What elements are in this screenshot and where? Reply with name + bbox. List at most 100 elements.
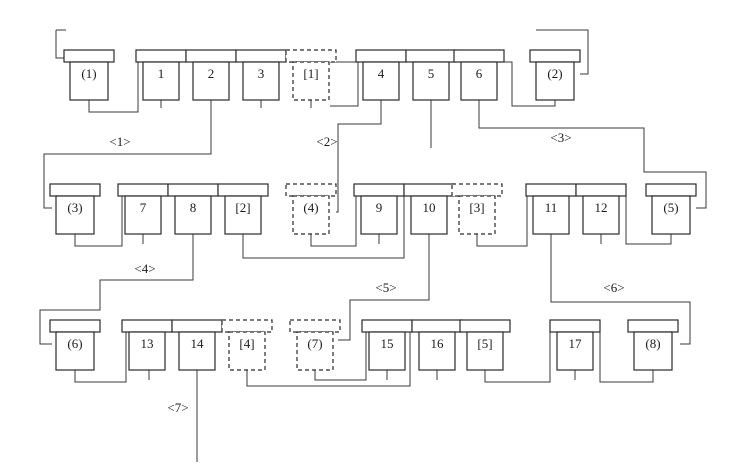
block-label: 11 — [545, 200, 558, 215]
connection-line — [476, 196, 528, 247]
block-body — [458, 195, 496, 235]
block-body — [412, 61, 450, 101]
block-label: (6) — [67, 336, 82, 351]
block-body — [633, 331, 673, 371]
connection-line — [74, 196, 123, 247]
block-cap — [217, 183, 269, 197]
block-n8: 8 — [167, 183, 219, 235]
block-body — [124, 195, 162, 235]
block-cap — [645, 183, 697, 197]
block-body — [192, 61, 230, 101]
edge-label-e1: <1> — [109, 134, 130, 149]
edge-label-e6: <6> — [603, 280, 624, 295]
block-n12: 12 — [575, 183, 627, 235]
block-n2: 2 — [185, 49, 237, 101]
block-label: 16 — [431, 336, 445, 351]
block-n4: 4 — [355, 49, 407, 101]
block-label: [4] — [239, 336, 254, 351]
block-cap — [285, 49, 337, 63]
block-label: 7 — [140, 200, 147, 215]
block-n16: 16 — [411, 319, 463, 371]
block-body — [360, 195, 398, 235]
connection-line — [336, 100, 382, 213]
block-body — [242, 61, 280, 101]
block-n9: 9 — [353, 183, 405, 235]
block-p1: (1) — [63, 49, 115, 101]
connection-line — [550, 234, 691, 345]
connection-line — [625, 196, 672, 245]
block-body — [178, 331, 216, 371]
block-p5: (5) — [645, 183, 697, 235]
block-label: [2] — [235, 200, 250, 215]
block-cap — [453, 49, 505, 63]
block-body — [228, 331, 266, 371]
block-cap — [549, 319, 601, 333]
block-cap — [285, 183, 337, 197]
connection-line — [330, 61, 359, 107]
block-n15: 15 — [361, 319, 413, 371]
connection-line — [310, 196, 357, 247]
block-cap — [185, 49, 237, 63]
connection-line — [74, 332, 127, 383]
block-cap — [171, 319, 223, 333]
block-label: 6 — [476, 66, 483, 81]
edge-label-e7: <7> — [167, 400, 188, 415]
block-b3: [3] — [451, 183, 503, 235]
block-label: (8) — [645, 336, 660, 351]
connection-line — [242, 196, 405, 259]
block-n13: 13 — [121, 319, 173, 371]
block-cap — [459, 319, 511, 333]
connection-line — [39, 234, 194, 345]
block-label: (2) — [547, 66, 562, 81]
block-label: 15 — [381, 336, 394, 351]
block-n7: 7 — [117, 183, 169, 235]
connection-line — [504, 61, 556, 107]
block-label: (7) — [307, 336, 322, 351]
block-body — [174, 195, 212, 235]
connection-line — [55, 30, 64, 59]
block-body — [142, 61, 180, 101]
block-body — [410, 195, 448, 235]
connection-line — [314, 332, 367, 381]
block-body — [296, 331, 334, 371]
block-cap — [361, 319, 413, 333]
block-p6: (6) — [49, 319, 101, 371]
block-label: (4) — [303, 200, 318, 215]
block-label: (5) — [663, 200, 678, 215]
block-label: (1) — [81, 66, 96, 81]
block-body — [128, 331, 166, 371]
block-label: 2 — [208, 66, 215, 81]
block-label: [3] — [469, 200, 484, 215]
connection-line — [536, 29, 589, 75]
block-b4: [4] — [221, 319, 273, 371]
block-body — [362, 61, 400, 101]
block-cap — [353, 183, 405, 197]
block-body — [651, 195, 691, 235]
block-cap — [451, 183, 503, 197]
edge-labels-layer: <1><2><3><4><5><6><7> — [109, 130, 624, 415]
block-body — [55, 195, 95, 235]
block-cap — [411, 319, 463, 333]
block-n6: 6 — [453, 49, 505, 101]
connection-line — [88, 62, 139, 113]
block-cap — [121, 319, 173, 333]
block-p7: (7) — [289, 319, 341, 371]
block-cap — [49, 319, 101, 333]
block-p8: (8) — [627, 319, 679, 371]
block-body — [69, 61, 109, 101]
connection-line — [338, 234, 430, 341]
block-n17: 17 — [549, 319, 601, 371]
block-cap — [117, 183, 169, 197]
block-label: [1] — [303, 66, 318, 81]
block-cap — [289, 319, 341, 333]
block-body — [418, 331, 456, 371]
block-body — [292, 195, 330, 235]
block-n11: 11 — [525, 183, 577, 235]
block-n10: 10 — [403, 183, 455, 235]
block-cap — [63, 49, 115, 63]
connection-lines — [39, 29, 707, 462]
block-cap — [221, 319, 273, 333]
block-body — [292, 61, 330, 101]
